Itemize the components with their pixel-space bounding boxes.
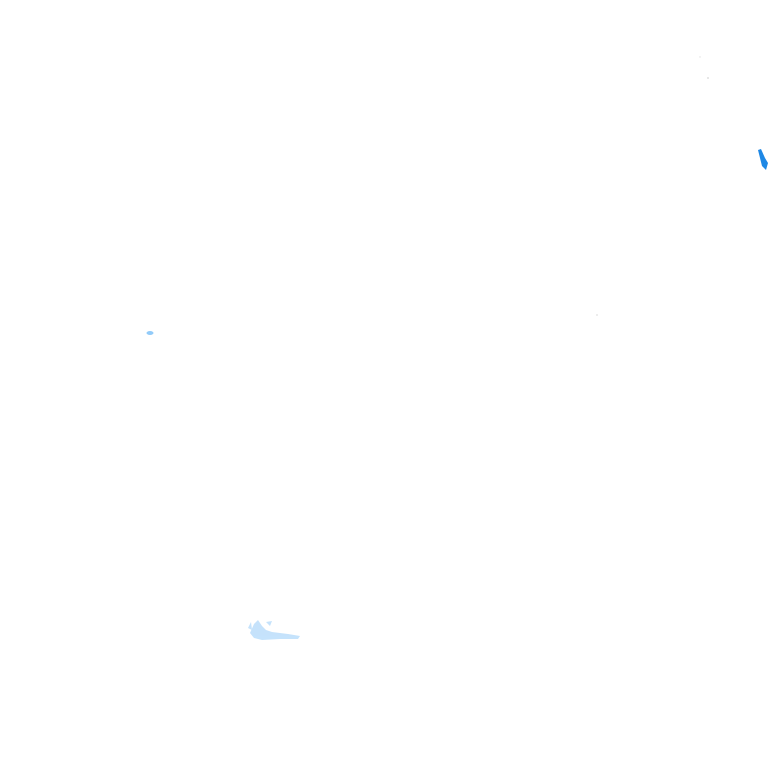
gray-fleck-top-right: [707, 77, 709, 79]
pale-blue-dot-left: [146, 331, 154, 335]
pale-blue-smudge-bottom: [248, 620, 300, 640]
gray-fleck-top-right-2: [699, 56, 701, 58]
gray-fleck-center-right: [596, 314, 598, 316]
blue-streak-right: [758, 149, 768, 170]
